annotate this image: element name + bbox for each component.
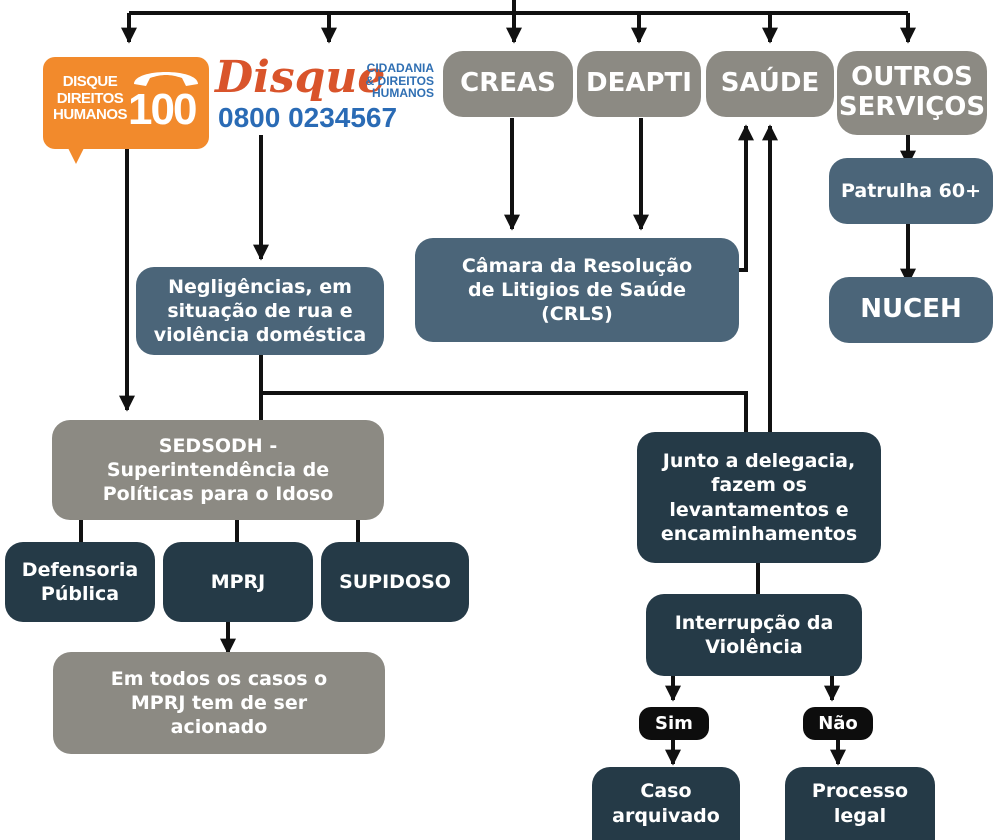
node-processo-legal: Processo legal [785,767,935,840]
disque100-logo-tail [66,144,86,164]
node-crls: Câmara da Resolução de Litigios de Saúde… [415,238,739,342]
disque100-logo [43,57,209,149]
disque100-logo-text: DISQUE DIREITOS HUMANOS [53,73,128,123]
line-negligencias-to-delegacia [261,391,748,436]
label-sim: Sim [639,707,709,740]
node-negligencias: Negligências, em situação de rua e violê… [136,267,384,355]
disque-cidadania-phone: 0800 0234567 [218,102,398,133]
node-creas: CREAS [443,51,573,117]
node-nuceh: NUCEH [829,277,993,343]
node-saude: SAÚDE [706,51,834,117]
node-mprj: MPRJ [163,542,313,622]
node-deapti: DEAPTI [577,51,701,117]
disque100-number: 100 [128,85,197,134]
disque-cidadania-org: CIDADANIA & DIREITOS HUMANOS [365,61,434,101]
node-caso-arquivado: Caso arquivado [592,767,740,840]
telephone-icon [134,72,198,86]
node-supidoso: SUPIDOSO [321,542,469,622]
node-outros-servicos: OUTROS SERVIÇOS [837,51,987,135]
node-junto-a-delegacia: Junto a delegacia, fazem os levantamento… [637,432,881,563]
node-interrupcao-da-violencia: Interrupção da Violência [646,594,862,676]
node-defensoria-publica: Defensoria Pública [5,542,155,622]
node-sedsodh: SEDSODH - Superintendência de Políticas … [52,420,384,520]
disque-cidadania-script: Disque [215,52,386,103]
label-nao: Não [803,707,873,740]
node-em-todos-os-casos: Em todos os casos o MPRJ tem de ser acio… [53,652,385,754]
node-patrulha-60: Patrulha 60+ [829,158,993,224]
